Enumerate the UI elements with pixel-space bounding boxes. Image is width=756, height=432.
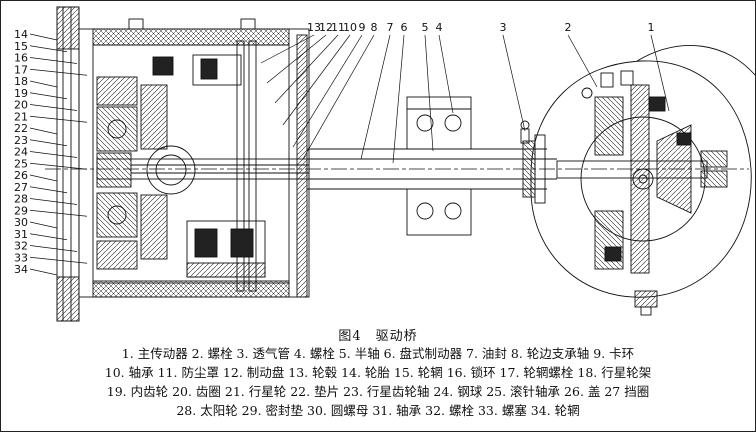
callout-label: 5 bbox=[422, 21, 429, 34]
callout-label: 12 bbox=[319, 21, 333, 34]
parts-list-line: 1. 主传动器 2. 螺栓 3. 透气管 4. 螺栓 5. 半轴 6. 盘式制动… bbox=[121, 346, 635, 361]
callout-label: 11 bbox=[331, 21, 345, 34]
callout-label: 6 bbox=[401, 21, 408, 34]
callout-label: 25 bbox=[14, 157, 28, 170]
differential-housing bbox=[520, 45, 755, 316]
callout-label: 26 bbox=[14, 169, 28, 182]
callout-label: 7 bbox=[387, 21, 394, 34]
callout-labels-left: 1415161718192021222324252627282930313233… bbox=[14, 28, 28, 276]
parts-list-line: 19. 内齿轮 20. 齿圈 21. 行星轮 22. 垫片 23. 行星齿轮轴 … bbox=[106, 384, 650, 399]
callout-label: 31 bbox=[14, 228, 28, 241]
callout-label: 32 bbox=[14, 240, 28, 253]
callout-label: 1 bbox=[648, 21, 655, 34]
callout-label: 4 bbox=[436, 21, 443, 34]
callout-label: 17 bbox=[14, 63, 28, 76]
callout-label: 30 bbox=[14, 216, 28, 229]
callout-label: 19 bbox=[14, 87, 28, 100]
parts-list-line: 28. 太阳轮 29. 密封垫 30. 圆螺母 31. 轴承 32. 螺栓 33… bbox=[176, 403, 580, 418]
callout-label: 21 bbox=[14, 110, 28, 123]
callout-label: 20 bbox=[14, 99, 28, 112]
callout-label: 33 bbox=[14, 251, 28, 264]
callout-label: 15 bbox=[14, 40, 28, 53]
callout-label: 2 bbox=[565, 21, 572, 34]
parts-list-line: 10. 轴承 11. 防尘罩 12. 制动盘 13. 轮毂 14. 轮胎 15.… bbox=[104, 365, 652, 380]
callout-label: 27 bbox=[14, 181, 28, 194]
wheel-hub-assembly bbox=[78, 18, 310, 298]
callout-label: 3 bbox=[500, 21, 507, 34]
wheel-rim-section bbox=[56, 6, 80, 322]
callout-leader-lines bbox=[29, 33, 670, 276]
callout-label: 24 bbox=[14, 146, 28, 159]
callout-label: 18 bbox=[14, 75, 28, 88]
spring-seat-bracket bbox=[406, 96, 472, 236]
parts-list: 1. 主传动器 2. 螺栓 3. 透气管 4. 螺栓 5. 半轴 6. 盘式制动… bbox=[1, 344, 755, 420]
callout-label: 29 bbox=[14, 204, 28, 217]
figure-caption: 图4 驱动桥 bbox=[338, 329, 418, 344]
callout-label: 34 bbox=[14, 263, 28, 276]
callout-label: 13 bbox=[307, 21, 321, 34]
callout-label: 14 bbox=[14, 28, 28, 41]
callout-label: 22 bbox=[14, 122, 28, 135]
callout-label: 10 bbox=[343, 21, 357, 34]
callout-label: 9 bbox=[359, 21, 366, 34]
callout-label: 16 bbox=[14, 52, 28, 65]
callout-label: 28 bbox=[14, 193, 28, 206]
callout-label: 8 bbox=[371, 21, 378, 34]
disc-brake-assembly bbox=[186, 34, 308, 298]
callout-label: 23 bbox=[14, 134, 28, 147]
